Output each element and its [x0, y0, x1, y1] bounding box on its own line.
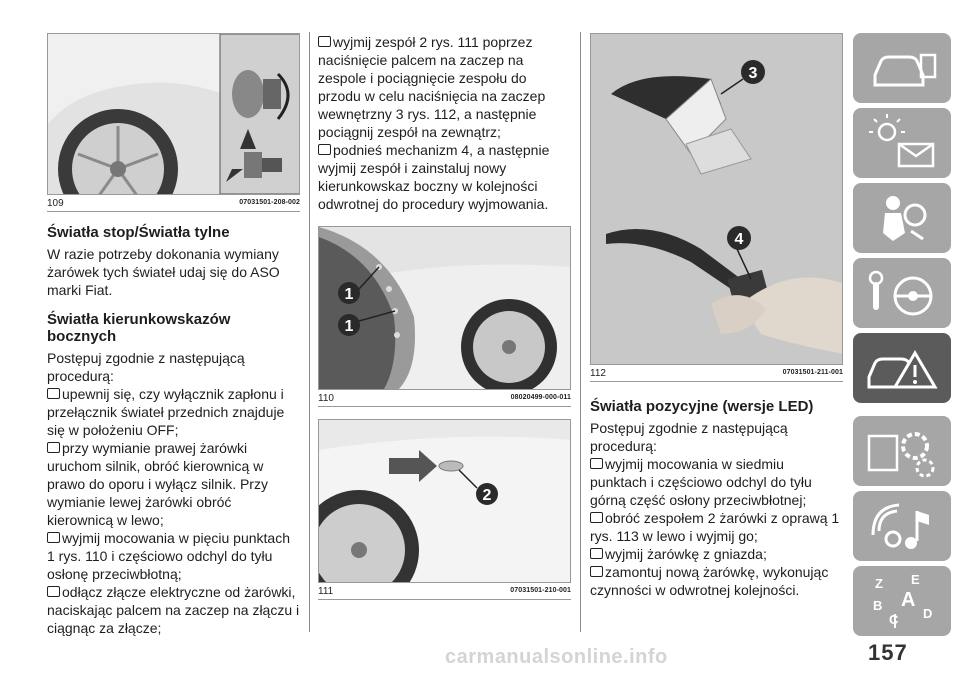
bullet-item: wyjmij mocowania w siedmiu punktach i cz…: [590, 455, 843, 509]
chapter-tab-multimedia[interactable]: [853, 491, 951, 561]
column-2: wyjmij zespół 2 rys. 111 poprzez naciśni…: [318, 0, 571, 600]
svg-text:4: 4: [735, 231, 744, 248]
chapter-tab-maintenance[interactable]: [853, 416, 951, 486]
svg-text:E: E: [911, 572, 920, 587]
paragraph: W razie potrzeby dokonania wymiany żarów…: [47, 246, 280, 298]
chapter-tab-dashboard[interactable]: [853, 33, 951, 103]
bullet-item: zamontuj nową żarówkę, wykonując czynnoś…: [590, 563, 843, 599]
chapter-tab-index[interactable]: Z E B C D A: [853, 566, 951, 636]
column-divider: [580, 32, 581, 632]
figure-number: 112: [590, 368, 606, 379]
chapter-tab-warning-lights[interactable]: [853, 108, 951, 178]
figure-111-image: 2: [318, 419, 571, 583]
figure-code: 07031501-208-002: [239, 199, 300, 206]
svg-text:D: D: [923, 606, 932, 621]
callout-1-marker: 1: [338, 314, 360, 336]
figure-code: 07031501-210-001: [510, 587, 571, 594]
svg-text:2: 2: [483, 487, 492, 504]
figure-110-image: 1 1: [318, 226, 571, 390]
callout-2-marker: 2: [476, 483, 498, 505]
figure-number: 110: [318, 393, 334, 404]
car-dashboard-icon: [873, 53, 937, 87]
section-heading: Światła kierunkowskazów bocznych: [47, 311, 231, 345]
callout-1-marker: 1: [338, 282, 360, 304]
bullet-item: wyjmij zespół 2 rys. 111 poprzez naciśni…: [318, 33, 571, 141]
figure-code: 07031501-211-001: [782, 369, 843, 376]
chapter-tab-emergency[interactable]: [853, 333, 951, 403]
svg-text:B: B: [873, 598, 882, 613]
paragraph: Postępuj zgodnie z następującą procedurą…: [47, 350, 245, 384]
bullet-item: wyjmij mocowania w pięciu punktach 1 rys…: [47, 529, 300, 583]
figure-number: 109: [47, 198, 64, 209]
bullet-item: podnieś mechanizm 4, a następnie wyjmij …: [318, 141, 571, 213]
figure-caption-bar: 110 08020499-000-011: [318, 390, 571, 407]
bullet-item: przy wymianie prawej żarówki uruchom sil…: [47, 439, 300, 529]
svg-text:Z: Z: [875, 576, 883, 591]
bullet-item: odłącz złącze elektryczne od żarówki, na…: [47, 584, 300, 636]
callout-3-marker: 3: [741, 60, 765, 84]
chapter-tab-safety[interactable]: [853, 183, 951, 253]
figure-code: 08020499-000-011: [510, 394, 571, 401]
watermark: carmanualsonline.info: [445, 646, 668, 668]
multimedia-note-icon: [871, 503, 929, 549]
svg-text:1: 1: [345, 286, 354, 303]
figure-number: 111: [318, 586, 334, 597]
svg-text:3: 3: [749, 65, 758, 82]
page-number: 157: [868, 640, 908, 665]
svg-text:1: 1: [345, 318, 354, 335]
emergency-car-icon: [867, 350, 938, 389]
maintenance-gears-icon: [867, 432, 935, 478]
svg-text:A: A: [901, 589, 915, 611]
figure-caption-bar: 111 07031501-210-001: [318, 583, 571, 600]
paragraph: Postępuj zgodnie z następującą procedurą…: [590, 420, 788, 454]
column-divider: [309, 32, 310, 632]
column-1: 109 07031501-208-002 Światła stop/Światł…: [47, 0, 300, 637]
figure-109-image: [47, 33, 300, 195]
warning-lights-icon: [869, 114, 935, 168]
figure-112-image: 3 4: [590, 33, 843, 365]
index-alphabet-icon: Z E B C D A: [873, 572, 932, 628]
bullet-item: obróć zespołem 2 żarówki z oprawą 1 rys.…: [590, 509, 843, 545]
column-3: 3 4 112 07031501-211-001 Światła pozycyj…: [590, 0, 843, 599]
section-heading: Światła stop/Światła tylne: [47, 224, 230, 241]
chapter-tab-starting[interactable]: [853, 258, 951, 328]
bullet-item: wyjmij żarówkę z gniazda;: [590, 545, 843, 563]
bullet-item: upewnij się, czy wyłącznik zapłonu i prz…: [47, 385, 300, 439]
section-heading: Światła pozycyjne (wersje LED): [590, 398, 814, 415]
figure-caption-bar: 109 07031501-208-002: [47, 195, 300, 212]
callout-4-marker: 4: [727, 226, 751, 250]
airbag-safety-icon: [883, 196, 927, 241]
steering-key-icon: [868, 270, 933, 316]
figure-caption-bar: 112 07031501-211-001: [590, 365, 843, 382]
